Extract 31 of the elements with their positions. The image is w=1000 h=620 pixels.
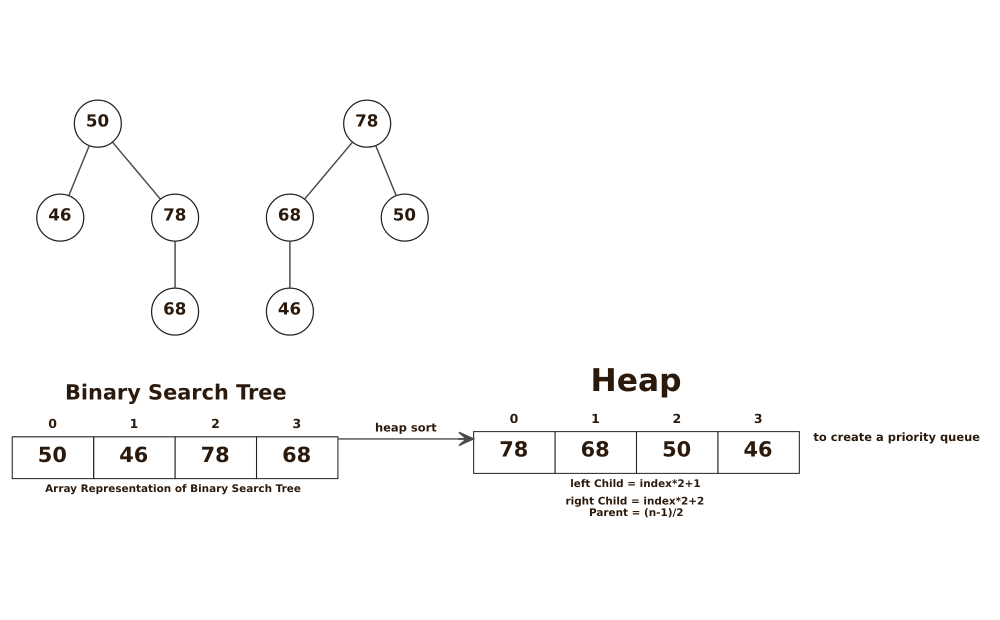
node-label: left Child = index*2+1 — [570, 478, 701, 490]
node-label: 0 — [510, 410, 518, 426]
connector — [174, 241, 176, 288]
node-label: Array Representation of Binary Search Tree — [45, 483, 301, 496]
connector — [112, 142, 161, 200]
node-circle: 68 — [150, 287, 200, 336]
node-label: Parent = (n-1)/2 — [588, 507, 684, 520]
node-label: 0 — [48, 416, 57, 432]
node-label: 3 — [292, 416, 302, 432]
connector — [289, 241, 291, 288]
node-label: 2 — [672, 410, 682, 426]
node-circle: 50 — [74, 100, 122, 148]
node-label: right Child = index*2+2 — [566, 496, 704, 508]
node-circle: 46 — [36, 194, 84, 242]
node-circle: 46 — [266, 287, 314, 336]
node-label: 2 — [211, 416, 220, 432]
connector — [304, 142, 353, 200]
node-label: 1 — [591, 410, 600, 426]
node-circle: 78 — [150, 194, 200, 242]
node-label: 3 — [754, 410, 763, 426]
arrow — [338, 432, 474, 446]
label: to create a priority queue — [813, 430, 980, 444]
connector — [68, 145, 90, 196]
node-label: Binary Search Tree — [64, 380, 287, 404]
node-label: Heap — [590, 362, 682, 399]
node-label: 1 — [130, 416, 138, 432]
edge-label: heap sort — [374, 420, 437, 434]
node-circle: 78 — [343, 100, 392, 148]
node-circle: 50 — [380, 194, 429, 242]
node-circle: 68 — [266, 194, 314, 242]
connector — [375, 145, 397, 196]
